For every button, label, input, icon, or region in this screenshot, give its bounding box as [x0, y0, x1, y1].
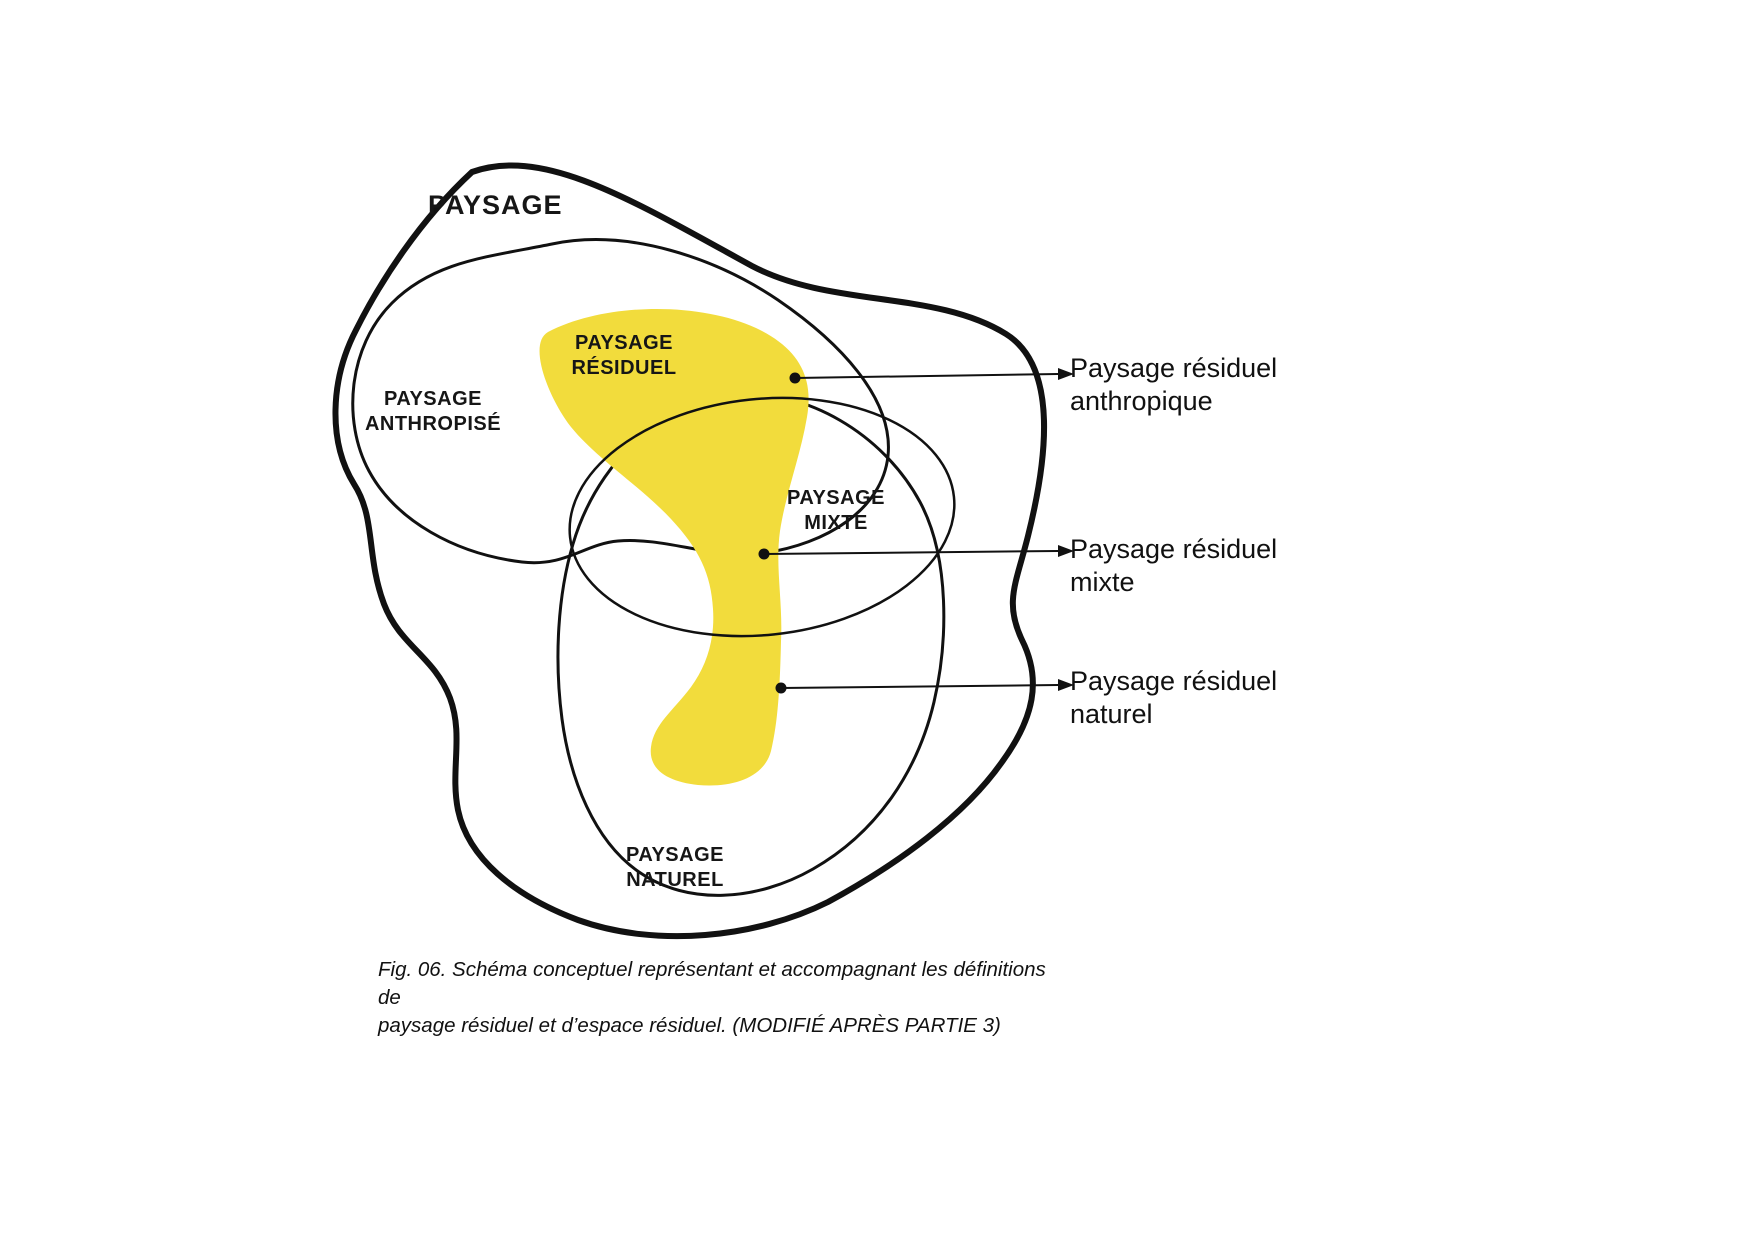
paysage-naturel-label: PAYSAGE NATUREL [595, 843, 755, 893]
paysage-outer-boundary [332, 162, 1047, 940]
paysage-mixte-label: PAYSAGE MIXTE [756, 486, 916, 536]
paysage-residuel-shape [539, 308, 809, 786]
paysage-residuel-label-line2: RÉSIDUEL [571, 357, 677, 379]
arrowhead [1058, 679, 1074, 691]
figure-caption-line2: paysage résiduel et d’espace résiduel. (… [378, 1014, 1001, 1037]
paysage-anthropise-label-line1: PAYSAGE [384, 388, 482, 410]
callout-anthropique-line1: Paysage résiduel [1070, 353, 1278, 383]
callout-mixte-line2: mixte [1070, 567, 1135, 597]
callout-mixte-label: Paysage résiduel mixte [1070, 533, 1277, 599]
paysage-mixte-ellipse [568, 396, 956, 638]
callout-mixte-arrow [758, 545, 1074, 560]
callout-naturel-arrow [775, 679, 1074, 694]
paysage-mixte-label-line2: MIXTE [804, 512, 868, 534]
callout-naturel-label: Paysage résiduel naturel [1070, 665, 1277, 731]
figure-caption-line1: Fig. 06. Schéma conceptuel représentant … [378, 958, 1046, 1009]
arrowhead [1058, 545, 1074, 557]
callout-anthropique-label: Paysage résiduel anthropique [1070, 352, 1277, 418]
paysage-naturel-label-line2: NATUREL [626, 869, 724, 891]
callout-anthropique-arrow [789, 368, 1074, 384]
callout-mixte-line1: Paysage résiduel [1070, 534, 1278, 564]
paysage-anthropise-label-line2: ANTHROPISÉ [364, 413, 502, 435]
paysage-anthropise-label: PAYSAGE ANTHROPISÉ [333, 387, 533, 437]
callout-naturel-line2: naturel [1070, 699, 1153, 729]
callout-naturel-line1: Paysage résiduel [1070, 666, 1278, 696]
paysage-naturel-region [556, 392, 946, 897]
paysage-residuel-label: PAYSAGE RÉSIDUEL [544, 331, 704, 381]
figure-caption: Fig. 06. Schéma conceptuel représentant … [378, 956, 1058, 1040]
paysage-naturel-label-line1: PAYSAGE [626, 844, 724, 866]
paysage-mixte-label-line1: PAYSAGE [787, 487, 885, 509]
paysage-anthropise-region [351, 238, 890, 565]
paysage-residuel-label-line1: PAYSAGE [575, 332, 673, 354]
callout-anthropique-line2: anthropique [1070, 386, 1213, 416]
arrowhead [1058, 368, 1074, 380]
paysage-title-label: PAYSAGE [428, 190, 563, 220]
